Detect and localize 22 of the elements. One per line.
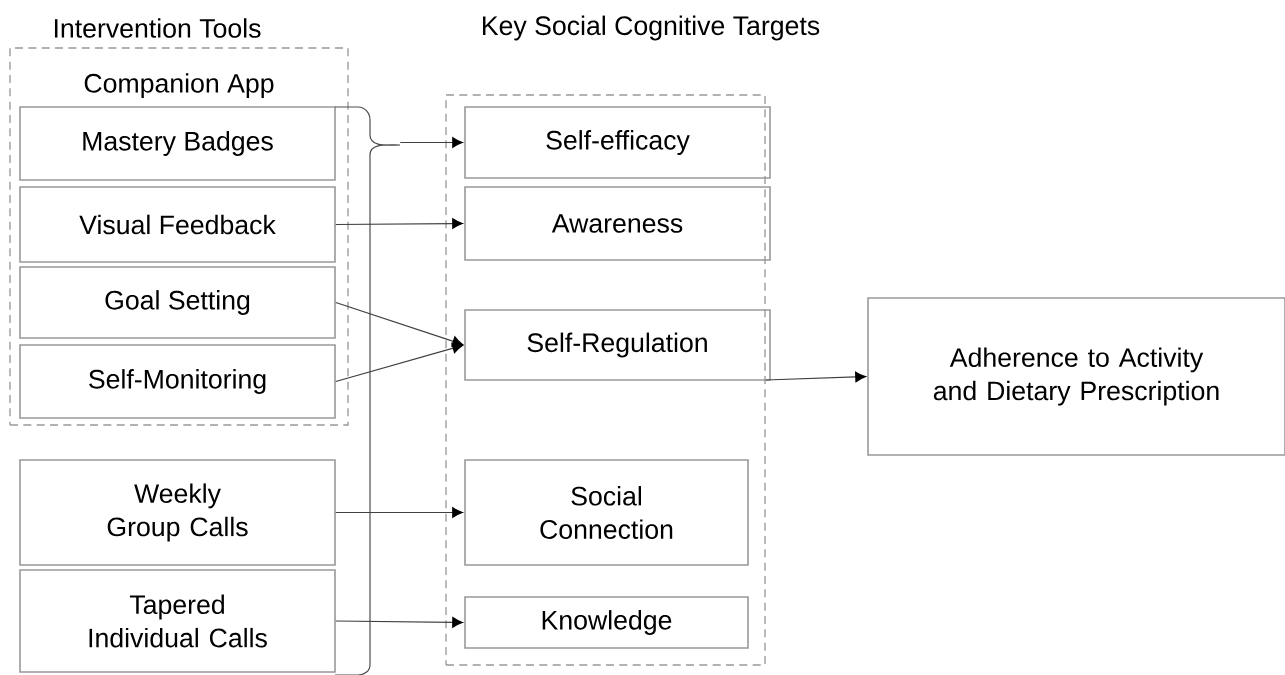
arrow	[765, 371, 866, 383]
node-label: Key Social Cognitive Targets	[482, 15, 820, 41]
process-box: Social Connection	[464, 459, 749, 566]
arrow	[399, 137, 463, 148]
arrow	[335, 342, 463, 383]
process-box: Mastery Badges	[19, 106, 336, 181]
arrow	[335, 617, 463, 628]
process-box: Visual Feedback	[19, 186, 336, 263]
process-box: Weekly Group Calls	[19, 459, 336, 566]
process-box: Self-Monitoring	[19, 344, 336, 419]
column-heading: Intervention Tools	[54, 18, 261, 38]
process-box: Adherence to Activity and Dietary Prescription	[867, 297, 1285, 456]
process-box: Self-Regulation	[464, 309, 771, 381]
process-box: Goal Setting	[19, 266, 336, 339]
brace-tip	[369, 134, 401, 156]
process-box: Tapered Individual Calls	[19, 569, 336, 673]
process-box: Self-efficacy	[464, 106, 771, 179]
process-box: Knowledge	[464, 596, 749, 649]
arrow	[335, 507, 463, 518]
process-box: Awareness	[464, 186, 771, 261]
arrow	[335, 218, 463, 229]
arrow	[335, 301, 463, 347]
